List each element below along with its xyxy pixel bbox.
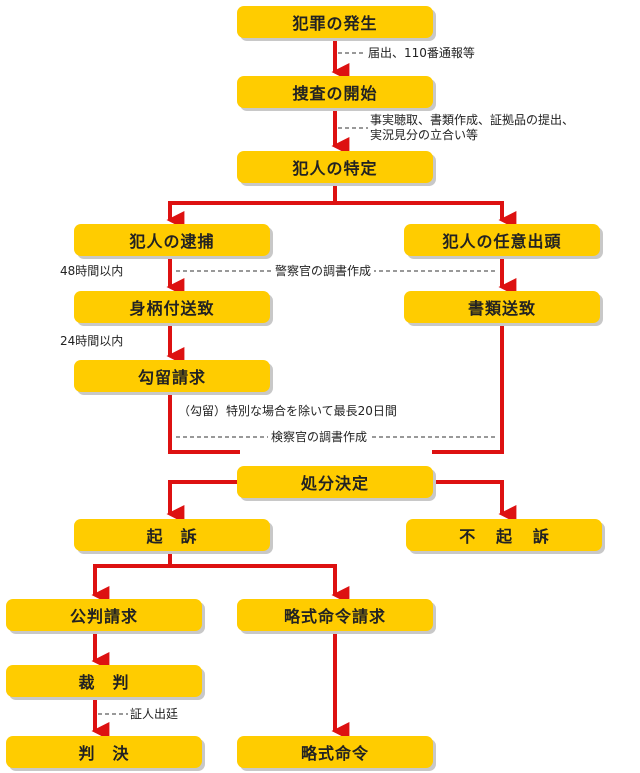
line-disposition-right: [432, 480, 517, 523]
box-trial: 裁 判: [6, 665, 202, 697]
box-custody-transfer: 身柄付送致: [74, 291, 270, 323]
note-investigation-line2: 実況見分の立合い等: [370, 128, 479, 142]
note-report: 届出、110番通報等: [368, 46, 475, 60]
box-summary-order-request: 略式命令請求: [237, 599, 433, 631]
box-summary-order: 略式命令: [237, 736, 433, 768]
box-voluntary-appearance: 犯人の任意出頭: [404, 224, 600, 256]
box-disposition: 処分決定: [237, 466, 433, 498]
note-prosecutor-record: 検察官の調書作成: [268, 430, 371, 445]
box-non-indictment: 不起訴: [406, 519, 602, 551]
box-indictment: 起 訴: [74, 519, 270, 551]
box-judgment: 判 決: [6, 736, 202, 768]
line-detention-down: [168, 392, 240, 454]
note-detention-limit: （勾留）特別な場合を除いて最長20日間: [178, 404, 397, 418]
box-culprit-identified: 犯人の特定: [237, 151, 433, 183]
box-detention-request: 勾留請求: [74, 360, 270, 392]
note-witness: 証人出廷: [130, 707, 179, 721]
box-arrest: 犯人の逮捕: [74, 224, 270, 256]
note-police-record: 警察官の調書作成: [272, 264, 375, 279]
note-within-24h: 24時間以内: [60, 334, 124, 348]
box-investigation-start: 捜査の開始: [237, 76, 433, 108]
box-public-trial-request: 公判請求: [6, 599, 202, 631]
box-crime-occurrence: 犯罪の発生: [237, 6, 433, 38]
note-investigation-line1: 事実聴取、書類作成、証拠品の提出、: [370, 113, 575, 127]
line-disposition-left: [166, 480, 237, 523]
box-document-transfer: 書類送致: [404, 291, 600, 323]
line-document-down: [432, 323, 504, 454]
note-within-48h: 48時間以内: [60, 264, 124, 278]
